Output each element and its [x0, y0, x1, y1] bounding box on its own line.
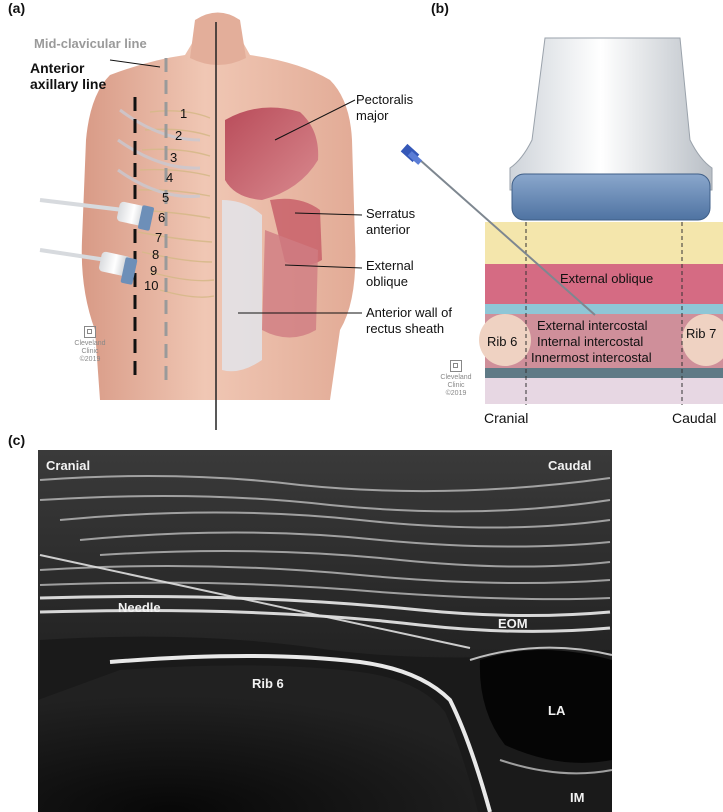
eom-label: EOM: [498, 616, 528, 631]
rib6-c-label: Rib 6: [252, 676, 284, 691]
im-label: IM: [570, 790, 584, 805]
la-label: LA: [548, 703, 565, 718]
caudal-c-label: Caudal: [548, 458, 591, 473]
cranial-c-label: Cranial: [46, 458, 90, 473]
needle-label: Needle: [118, 600, 161, 615]
